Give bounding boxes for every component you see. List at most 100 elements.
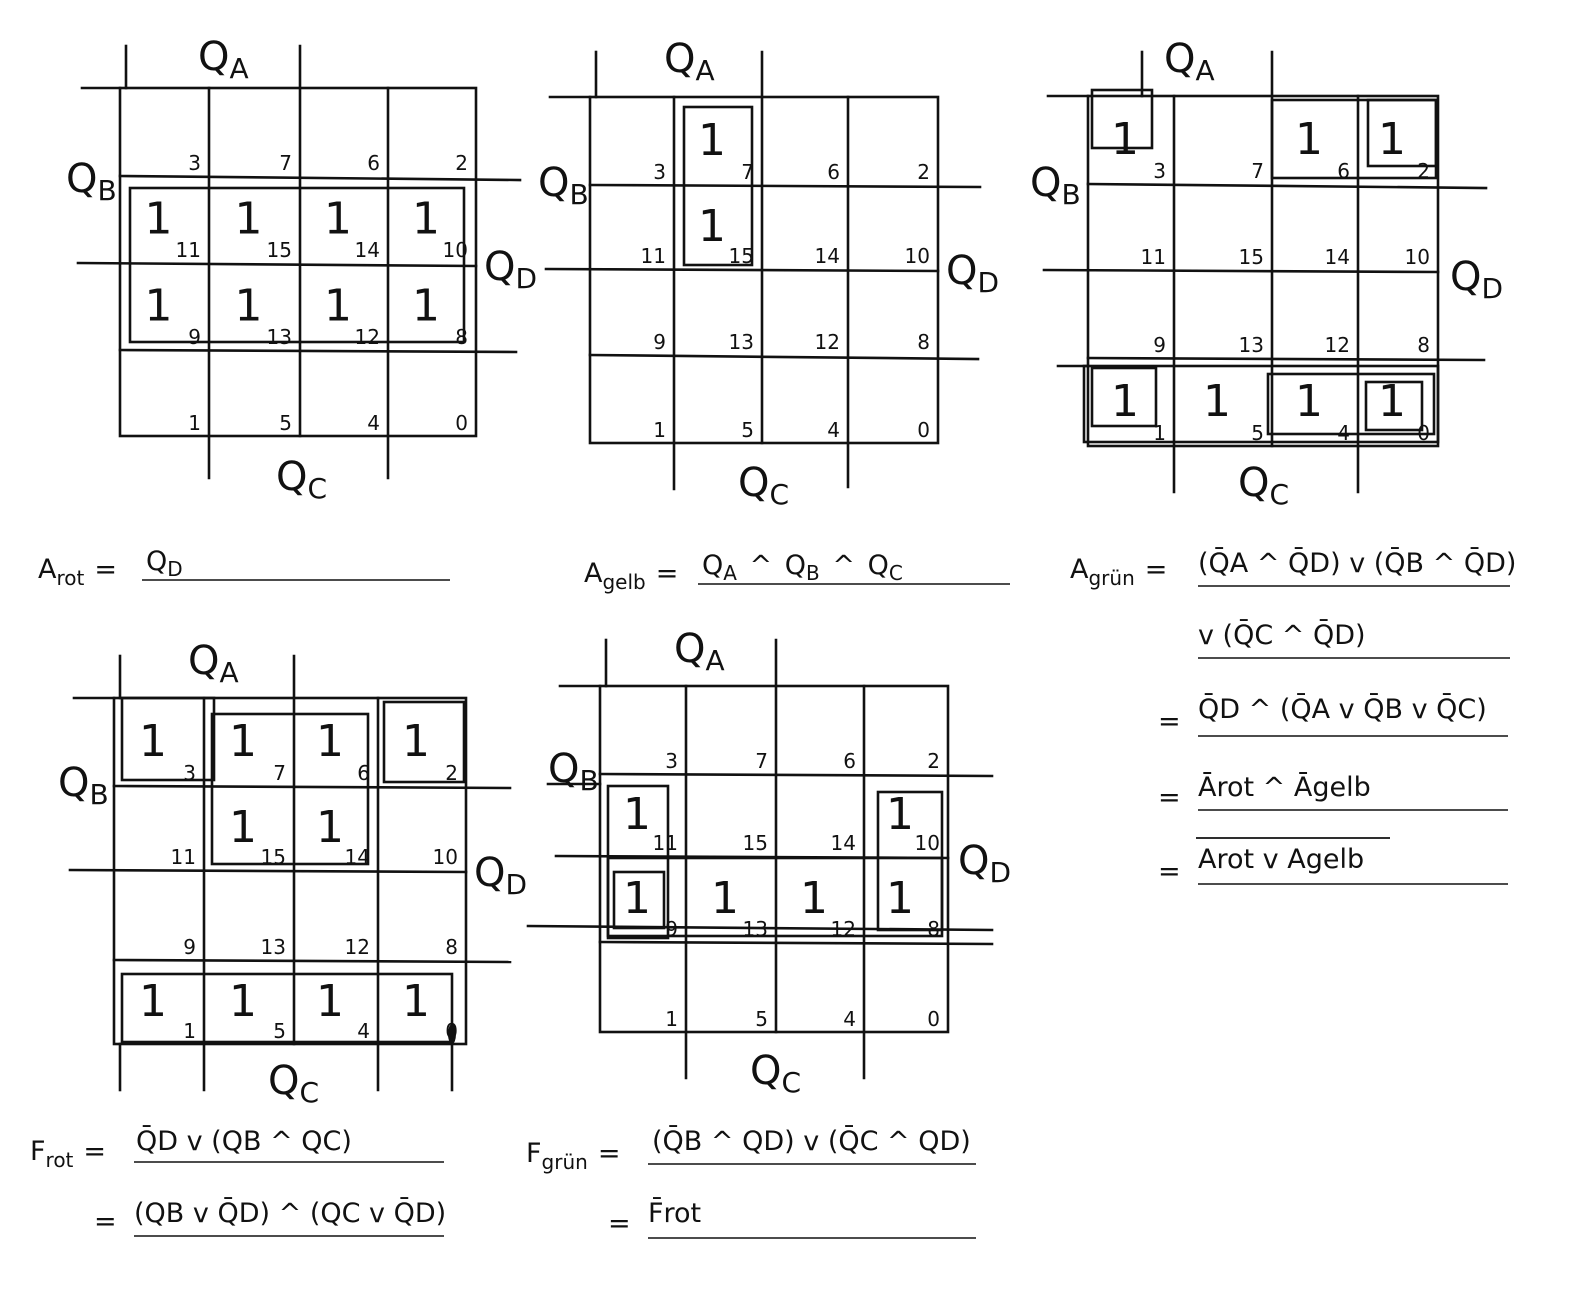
map-border — [118, 86, 478, 438]
cell-index: 7 — [1251, 159, 1264, 183]
equation-a-gelb: Agelb= QA ^ QB ^ QC — [584, 550, 1010, 594]
cell-index: 10 — [905, 244, 930, 268]
cell-one: 1 — [1111, 114, 1139, 165]
variable-labels: QA QB QD QC QA QB QD QC QA QB QD QC QA Q… — [58, 34, 1503, 1109]
cell-one: 1 — [623, 789, 651, 840]
cell-index: 7 — [273, 761, 286, 785]
a-gruen-line1: (Q̄A ^ Q̄D) v (Q̄B ^ Q̄D) — [1198, 547, 1516, 579]
label-qa: QA — [674, 626, 725, 677]
svg-text:=: = — [608, 1208, 631, 1239]
cell-index: 12 — [345, 935, 370, 959]
cell-index: 13 — [729, 330, 754, 354]
cell-index: 0 — [917, 418, 930, 442]
cell-one: 1 — [145, 194, 173, 245]
label-qd: QD — [958, 838, 1011, 889]
cell-index: 10 — [1405, 245, 1430, 269]
f-rot-line1: Q̄D v (QB ^ QC) — [136, 1125, 352, 1157]
cell-one: 1 — [139, 976, 167, 1027]
cell-index: 0 — [1417, 421, 1430, 445]
f-gruen-line2: F̄rot — [648, 1197, 701, 1229]
cell-index: 3 — [188, 151, 201, 175]
group-square — [210, 712, 370, 866]
cell-one: 1 — [711, 873, 739, 924]
cell-index: 1 — [183, 1019, 196, 1043]
a-gruen-line2: v (Q̄C ^ Q̄D) — [1198, 619, 1366, 651]
cell-index: 14 — [355, 238, 380, 262]
cell-one: 1 — [1295, 376, 1323, 427]
cell-index: 3 — [183, 761, 196, 785]
equation-a-gruen: Agrün= (Q̄A ^ Q̄D) v (Q̄B ^ Q̄D) v (Q̄C … — [1070, 547, 1516, 887]
cell-one: 1 — [698, 115, 726, 166]
label-qd: QD — [484, 244, 537, 295]
cell-index: 10 — [915, 831, 940, 855]
group-top-left — [120, 696, 216, 782]
cell-one: 1 — [623, 873, 651, 924]
cell-one: 1 — [145, 281, 173, 332]
svg-text:Agelb=: Agelb= — [584, 558, 678, 594]
cell-index: 8 — [927, 917, 940, 941]
cell-one: 1 — [1203, 376, 1231, 427]
equation-f-rot: Frot= Q̄D v (QB ^ QC) = (QB v Q̄D) ^ (QC… — [30, 1125, 446, 1237]
label-qc: QC — [1238, 460, 1289, 511]
cell-index: 14 — [345, 845, 370, 869]
cell-index: 8 — [1417, 333, 1430, 357]
cell-index: 1 — [665, 1007, 678, 1031]
cell-one: 1 — [1111, 376, 1139, 427]
cell-index: 4 — [357, 1019, 370, 1043]
cell-index: 1 — [653, 418, 666, 442]
cell-index: 13 — [267, 325, 292, 349]
label-qc: QC — [738, 460, 789, 511]
f-rot-line2: (QB v Q̄D) ^ (QC v Q̄D) — [134, 1197, 446, 1229]
cell-index: 12 — [355, 325, 380, 349]
cell-one: 1 — [886, 789, 914, 840]
label-qd: QD — [946, 248, 999, 299]
label-qd: QD — [474, 850, 527, 901]
svg-text:Fgrün=: Fgrün= — [526, 1138, 620, 1174]
label-qb: QB — [66, 156, 117, 207]
group-qa-qb-qc — [682, 105, 754, 267]
cell-one: 1 — [229, 802, 257, 853]
cell-index: 0 — [455, 411, 468, 435]
cell-index: 5 — [755, 1007, 768, 1031]
cell-index: 12 — [831, 917, 856, 941]
cell-one: 1 — [324, 194, 352, 245]
equation-f-gruen: Fgrün= (Q̄B ^ QD) v (Q̄C ^ QD) = F̄rot — [526, 1125, 976, 1239]
group-top-right-inner — [1366, 98, 1438, 168]
cell-one: 1 — [1378, 114, 1406, 165]
kv-map-f-gruen — [526, 638, 994, 1080]
cell-index: 15 — [1239, 245, 1264, 269]
kv-map-a-rot — [76, 44, 522, 480]
group-qd — [128, 186, 466, 344]
label-qb: QB — [548, 746, 599, 797]
cell-index: 2 — [1417, 159, 1430, 183]
cell-index: 11 — [176, 238, 201, 262]
label-qa: QA — [664, 36, 715, 87]
svg-text:Frot=: Frot= — [30, 1136, 106, 1172]
cell-one: 1 — [412, 281, 440, 332]
cell-one: 1 — [800, 873, 828, 924]
label-qa: QA — [198, 34, 249, 85]
kv-map-a-gruen — [1042, 50, 1488, 494]
cell-index: 1 — [188, 411, 201, 435]
cell-index: 10 — [443, 238, 468, 262]
cell-index: 9 — [653, 330, 666, 354]
cell-index: 15 — [267, 238, 292, 262]
group-bottom-corner — [1364, 380, 1424, 432]
label-qa: QA — [188, 638, 239, 689]
cell-index: 13 — [261, 935, 286, 959]
group-bottom-right — [1266, 372, 1436, 436]
label-qd: QD — [1450, 254, 1503, 305]
group-qd-row — [606, 856, 944, 938]
cell-one: 1 — [324, 281, 352, 332]
svg-text:=: = — [1158, 856, 1181, 887]
cell-index: 11 — [653, 831, 678, 855]
cell-index: 9 — [183, 935, 196, 959]
cell-index: 11 — [1141, 245, 1166, 269]
cell-one: 1 — [235, 194, 263, 245]
cell-index: 6 — [357, 761, 370, 785]
cell-index: 5 — [273, 1019, 286, 1043]
cell-one: 1 — [412, 194, 440, 245]
cell-index: 0 — [927, 1007, 940, 1031]
